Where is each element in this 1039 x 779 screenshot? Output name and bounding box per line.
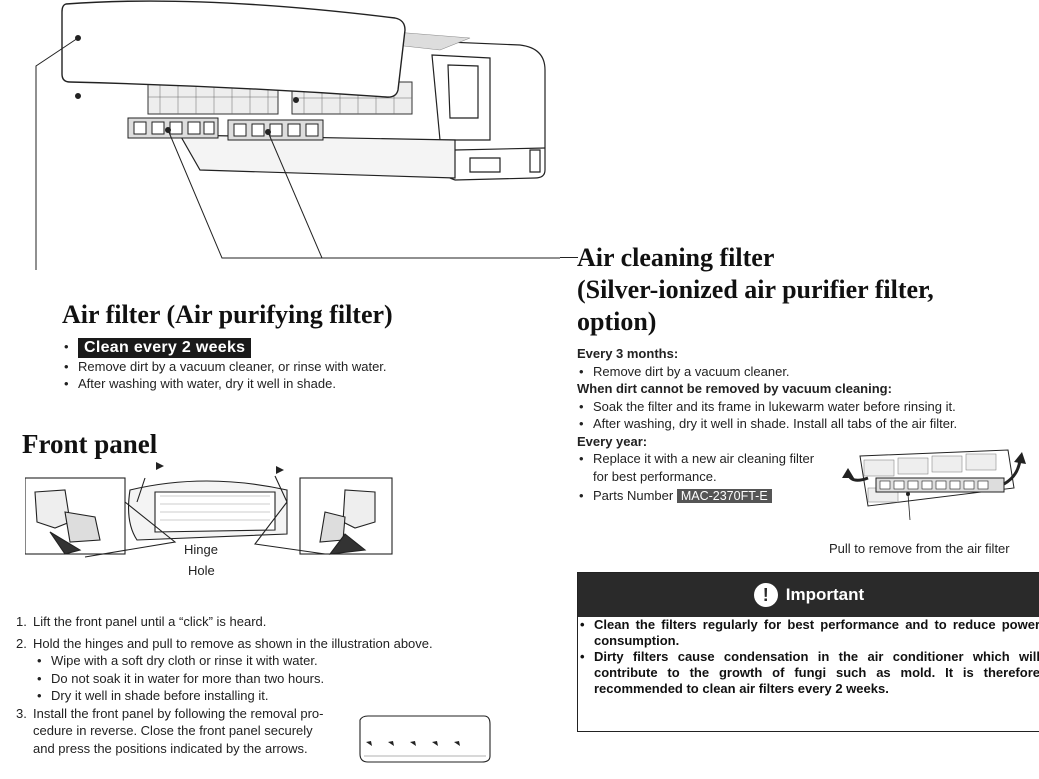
pull-caption: Pull to remove from the air filter <box>829 541 1010 556</box>
air-cleaning-filter-illustration <box>127 117 324 141</box>
step-text: and press the positions indicated by the… <box>33 740 308 756</box>
list-item: Soak the filter and its frame in lukewar… <box>577 398 1017 416</box>
list-item: After washing with water, dry it well in… <box>62 375 482 393</box>
list-item: Dry it well in shade before installing i… <box>35 687 476 705</box>
list-item: Remove dirt by a vacuum cleaner. <box>577 363 1017 381</box>
important-box: ! Important Clean the filters regularly … <box>577 572 1039 732</box>
air-filter-section: Clean every 2 weeks Remove dirt by a vac… <box>62 338 482 393</box>
list-item: After washing, dry it well in shade. Ins… <box>577 415 1017 433</box>
list-item: Replace it with a new air cleaning filte… <box>577 450 1017 485</box>
step-text: Lift the front panel until a “click” is … <box>33 614 267 629</box>
list-item: Dirty filters cause condensation in the … <box>578 649 1039 697</box>
list-item: Parts Number MAC-2370FT-E <box>577 487 1017 506</box>
parts-number: MAC-2370FT-E <box>676 489 772 503</box>
title-line: (Silver-ionized air purifier filter, <box>577 275 934 304</box>
closed-unit-illustration <box>359 715 491 763</box>
title-line: option) <box>577 307 657 336</box>
important-list: Clean the filters regularly for best per… <box>578 617 1039 697</box>
step-text: Install the front panel by following the… <box>33 705 324 721</box>
air-filter-title: Air filter (Air purifying filter) <box>62 300 393 329</box>
air-cleaning-filter-title: Air cleaning filter (Silver-ionized air … <box>577 242 934 338</box>
list-item: Clean the filters regularly for best per… <box>578 617 1039 649</box>
exclamation-icon: ! <box>753 583 778 607</box>
front-panel-illustration <box>61 0 406 98</box>
front-panel-removal-illustration <box>25 462 393 558</box>
every-3-months-heading: Every 3 months: <box>577 346 679 361</box>
parts-label: Parts Number <box>593 488 674 503</box>
dirt-heading: When dirt cannot be removed by vacuum cl… <box>577 381 892 396</box>
replace-line: for best performance. <box>593 468 717 484</box>
step-text: cedure in reverse. Close the front panel… <box>33 723 313 738</box>
clean-schedule-badge: Clean every 2 weeks <box>78 338 252 358</box>
step-2: 2. Hold the hinges and pull to remove as … <box>16 635 476 705</box>
air-conditioner-illustration <box>35 0 560 270</box>
hinge-label: Hinge <box>184 542 218 557</box>
step-text: Hold the hinges and pull to remove as sh… <box>33 635 433 651</box>
every-year-heading: Every year: <box>577 433 648 449</box>
important-title: Important <box>785 585 865 604</box>
list-item: Wipe with a soft dry cloth or rinse it w… <box>35 652 476 670</box>
important-header: ! Important <box>578 573 1039 617</box>
air-filter-badge-item: Clean every 2 weeks <box>62 338 482 358</box>
leader-line <box>560 257 578 258</box>
front-panel-steps: 1. Lift the front panel until a “click” i… <box>16 613 476 757</box>
list-item: Do not soak it in water for more than tw… <box>35 670 476 688</box>
air-cleaning-filter-body: Every 3 months: Remove dirt by a vacuum … <box>577 345 1017 506</box>
air-cleaning-filter-removal-illustration <box>842 449 1026 521</box>
replace-line: Replace it with a new air cleaning filte… <box>593 451 815 466</box>
step-number: 1. <box>16 614 27 629</box>
step-number: 2. <box>16 635 27 651</box>
title-line: Air cleaning filter <box>577 243 775 272</box>
step-3: 3. Install the front panel by following … <box>16 705 476 758</box>
step-1: 1. Lift the front panel until a “click” i… <box>16 613 476 631</box>
step-number: 3. <box>16 705 27 721</box>
hole-label: Hole <box>188 563 215 578</box>
front-panel-title: Front panel <box>22 429 158 459</box>
list-item: Remove dirt by a vacuum cleaner, or rins… <box>62 358 482 376</box>
